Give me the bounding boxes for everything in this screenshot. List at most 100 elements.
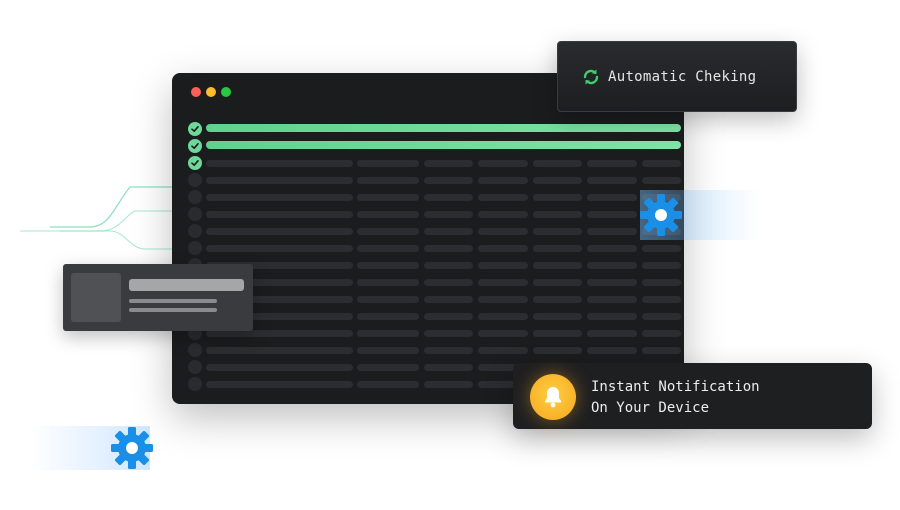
table-row bbox=[188, 222, 681, 239]
preview-card bbox=[63, 264, 253, 331]
cell-placeholder bbox=[478, 211, 528, 218]
table-row bbox=[188, 324, 681, 341]
table-row bbox=[188, 341, 681, 358]
cell-placeholder bbox=[478, 381, 528, 388]
cell-placeholder bbox=[533, 228, 582, 235]
cell-placeholder bbox=[533, 313, 582, 320]
cell-placeholder bbox=[587, 262, 637, 269]
cell-placeholder bbox=[642, 296, 681, 303]
cell-placeholder bbox=[587, 211, 637, 218]
cell-placeholder bbox=[424, 194, 473, 201]
notification-banner: Instant Notification On Your Device bbox=[513, 363, 872, 429]
cell-placeholder bbox=[478, 347, 528, 354]
cell-placeholder bbox=[424, 381, 473, 388]
table-row bbox=[188, 239, 681, 256]
cell-placeholder bbox=[357, 347, 419, 354]
cell-placeholder bbox=[587, 245, 637, 252]
cell-placeholder bbox=[206, 228, 353, 235]
cell-placeholder bbox=[587, 330, 637, 337]
cell-placeholder bbox=[478, 364, 528, 371]
cell-placeholder bbox=[206, 211, 353, 218]
cell-placeholder bbox=[357, 313, 419, 320]
cell-placeholder bbox=[424, 347, 473, 354]
cell-placeholder bbox=[587, 228, 637, 235]
cell-placeholder bbox=[206, 177, 353, 184]
cell-placeholder bbox=[587, 279, 637, 286]
cell-placeholder bbox=[424, 313, 473, 320]
cell-placeholder bbox=[424, 279, 473, 286]
cell-placeholder bbox=[424, 228, 473, 235]
cell-placeholder bbox=[206, 160, 353, 167]
table-row bbox=[188, 171, 681, 188]
cell-placeholder bbox=[357, 177, 419, 184]
table-row bbox=[188, 137, 681, 154]
check-circle-icon bbox=[188, 122, 202, 136]
cell-placeholder bbox=[478, 177, 528, 184]
cell-placeholder bbox=[478, 245, 528, 252]
cell-placeholder bbox=[478, 313, 528, 320]
cell-placeholder bbox=[642, 262, 681, 269]
table-row bbox=[188, 120, 681, 137]
cell-placeholder bbox=[478, 228, 528, 235]
progress-bar-complete bbox=[206, 124, 681, 132]
cell-placeholder bbox=[357, 279, 419, 286]
cell-placeholder bbox=[478, 296, 528, 303]
window-controls bbox=[191, 87, 231, 97]
pending-circle-icon bbox=[188, 343, 202, 357]
cell-placeholder bbox=[357, 211, 419, 218]
app-window bbox=[172, 73, 684, 404]
cell-placeholder bbox=[206, 296, 353, 303]
cell-placeholder bbox=[206, 194, 353, 201]
cell-placeholder bbox=[206, 364, 353, 371]
cell-placeholder bbox=[357, 245, 419, 252]
cell-placeholder bbox=[533, 262, 582, 269]
cell-placeholder bbox=[206, 381, 353, 388]
bell-icon bbox=[530, 374, 576, 420]
cell-placeholder bbox=[357, 194, 419, 201]
cell-placeholder bbox=[424, 160, 473, 167]
check-circle-icon bbox=[188, 139, 202, 153]
table-row bbox=[188, 256, 681, 273]
cell-placeholder bbox=[206, 347, 353, 354]
cell-placeholder bbox=[424, 296, 473, 303]
cell-placeholder bbox=[357, 296, 419, 303]
cell-placeholder bbox=[206, 245, 353, 252]
cell-placeholder bbox=[533, 347, 582, 354]
cell-placeholder bbox=[533, 194, 582, 201]
cell-placeholder bbox=[642, 313, 681, 320]
cell-placeholder bbox=[533, 245, 582, 252]
pending-circle-icon bbox=[188, 241, 202, 255]
gear-icon bbox=[111, 427, 153, 469]
cell-placeholder bbox=[478, 330, 528, 337]
minimize-dot[interactable] bbox=[206, 87, 216, 97]
cell-placeholder bbox=[642, 245, 681, 252]
cell-placeholder bbox=[424, 262, 473, 269]
connector-lines bbox=[20, 186, 210, 250]
cell-placeholder bbox=[533, 330, 582, 337]
card-thumbnail bbox=[71, 273, 121, 322]
progress-bar-complete bbox=[206, 141, 681, 149]
cell-placeholder bbox=[478, 279, 528, 286]
card-title-placeholder bbox=[129, 279, 244, 291]
cell-placeholder bbox=[424, 211, 473, 218]
cell-placeholder bbox=[533, 177, 582, 184]
notification-text: Instant Notification On Your Device bbox=[591, 377, 760, 419]
check-circle-icon bbox=[188, 156, 202, 170]
maximize-dot[interactable] bbox=[221, 87, 231, 97]
card-text-placeholder bbox=[129, 308, 217, 312]
table-row bbox=[188, 307, 681, 324]
check-list bbox=[188, 120, 681, 392]
cell-placeholder bbox=[206, 262, 353, 269]
cell-placeholder bbox=[424, 364, 473, 371]
cell-placeholder bbox=[533, 211, 582, 218]
close-dot[interactable] bbox=[191, 87, 201, 97]
cell-placeholder bbox=[424, 330, 473, 337]
cell-placeholder bbox=[478, 262, 528, 269]
automatic-checking-badge: Automatic Cheking bbox=[557, 41, 797, 112]
cell-placeholder bbox=[478, 160, 528, 167]
cell-placeholder bbox=[587, 160, 637, 167]
pending-circle-icon bbox=[188, 173, 202, 187]
cell-placeholder bbox=[424, 245, 473, 252]
notification-line-1: Instant Notification bbox=[591, 379, 760, 395]
table-row bbox=[188, 205, 681, 222]
